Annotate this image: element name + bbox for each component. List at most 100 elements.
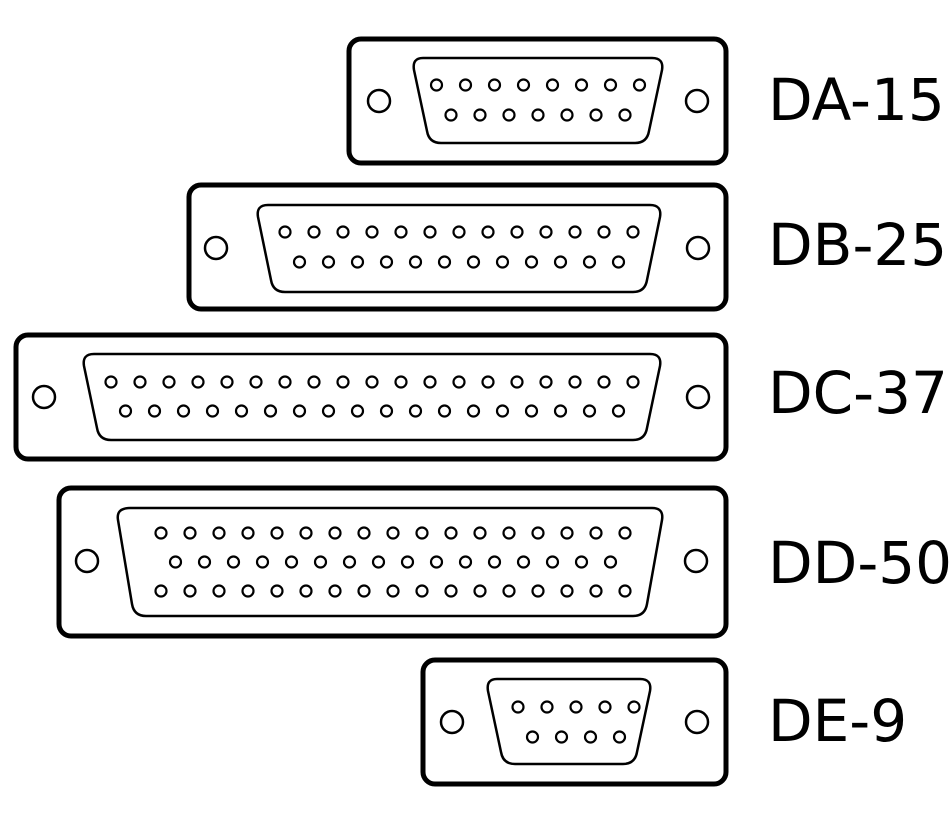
pin-hole (603, 78, 618, 92)
pin-hole (437, 255, 452, 269)
pin-hole (589, 526, 603, 540)
pin-hole (437, 404, 452, 418)
pin-hole (321, 255, 336, 269)
pin-hole (598, 700, 612, 714)
pin-hole (307, 375, 321, 389)
pin-hole (539, 225, 553, 239)
connector-de-9-shell (486, 677, 652, 766)
connector-da-15-pins (429, 78, 647, 122)
connector-dd-50-shell (116, 506, 664, 618)
pin-hole (241, 526, 255, 540)
pin-hole (307, 225, 321, 239)
pin-hole (487, 555, 502, 569)
pin-hole (212, 584, 226, 598)
connector-dc-37-shell (82, 352, 662, 442)
pin-hole (394, 375, 408, 389)
pin-hole (524, 255, 539, 269)
pin-hole (270, 526, 284, 540)
pin-hole (400, 555, 415, 569)
pin-hole (511, 700, 525, 714)
connector-da-15-shell (412, 56, 664, 145)
connector-dd-50-pins (154, 526, 632, 598)
pin-hole (568, 375, 582, 389)
pin-hole (336, 375, 350, 389)
pin-hole (627, 700, 641, 714)
pin-hole (466, 404, 481, 418)
mount-hole-right (683, 548, 709, 574)
connector-de-9-frame (420, 657, 729, 787)
pin-hole (569, 700, 583, 714)
pin-hole (415, 526, 429, 540)
pin-hole (531, 526, 545, 540)
pin-hole (278, 375, 292, 389)
pin-hole (495, 404, 510, 418)
pin-hole (249, 375, 263, 389)
pin-hole (183, 526, 197, 540)
mount-hole-right (685, 384, 711, 410)
pin-hole (502, 108, 516, 122)
pin-hole (560, 584, 574, 598)
pin-hole (147, 404, 162, 418)
pin-hole (618, 584, 632, 598)
pin-hole (255, 555, 270, 569)
pin-hole (524, 404, 539, 418)
pin-hole (154, 526, 168, 540)
pin-hole (568, 225, 582, 239)
pin-hole (226, 555, 241, 569)
connector-dc-37-label: DC-37 (768, 359, 948, 427)
pin-hole (263, 404, 278, 418)
pin-hole (379, 255, 394, 269)
pin-hole (423, 375, 437, 389)
pin-hole (589, 108, 603, 122)
pin-hole (611, 404, 626, 418)
pin-hole (220, 375, 234, 389)
pin-hole (133, 375, 147, 389)
pin-hole (386, 526, 400, 540)
pin-hole (328, 584, 342, 598)
pin-hole (321, 404, 336, 418)
connector-de-9-label: DE-9 (768, 687, 907, 755)
pin-hole (597, 375, 611, 389)
pin-hole (444, 526, 458, 540)
pin-hole (582, 255, 597, 269)
connector-db-25-frame (186, 182, 729, 312)
pin-hole (278, 225, 292, 239)
pin-hole (452, 375, 466, 389)
pin-hole (444, 108, 458, 122)
pin-hole (292, 404, 307, 418)
connector-dd-50: DD-50 (56, 485, 951, 639)
pin-hole (458, 555, 473, 569)
pin-hole (582, 404, 597, 418)
pin-hole (583, 730, 598, 744)
pin-hole (408, 404, 423, 418)
pin-hole (545, 78, 560, 92)
pin-hole (502, 584, 516, 598)
pin-hole (176, 404, 191, 418)
pin-hole (560, 526, 574, 540)
pin-hole (545, 555, 560, 569)
pin-hole (531, 584, 545, 598)
pin-hole (350, 404, 365, 418)
pin-hole (458, 78, 473, 92)
pin-hole (560, 108, 574, 122)
pin-hole (444, 584, 458, 598)
pin-hole (540, 700, 554, 714)
pin-hole (611, 255, 626, 269)
pin-hole (452, 225, 466, 239)
connector-dd-50-label: DD-50 (768, 529, 951, 597)
pin-hole (466, 255, 481, 269)
pin-hole (371, 555, 386, 569)
connector-db-25: DB-25 (186, 182, 947, 312)
pin-hole (234, 404, 249, 418)
pin-hole (574, 78, 589, 92)
connector-de-9: DE-9 (420, 657, 907, 787)
pin-hole (597, 225, 611, 239)
connector-da-15-frame (346, 36, 729, 166)
mount-hole-right (684, 709, 710, 735)
pin-hole (525, 730, 540, 744)
pin-hole (350, 255, 365, 269)
pin-hole (632, 78, 647, 92)
pin-hole (618, 526, 632, 540)
pin-hole (284, 555, 299, 569)
